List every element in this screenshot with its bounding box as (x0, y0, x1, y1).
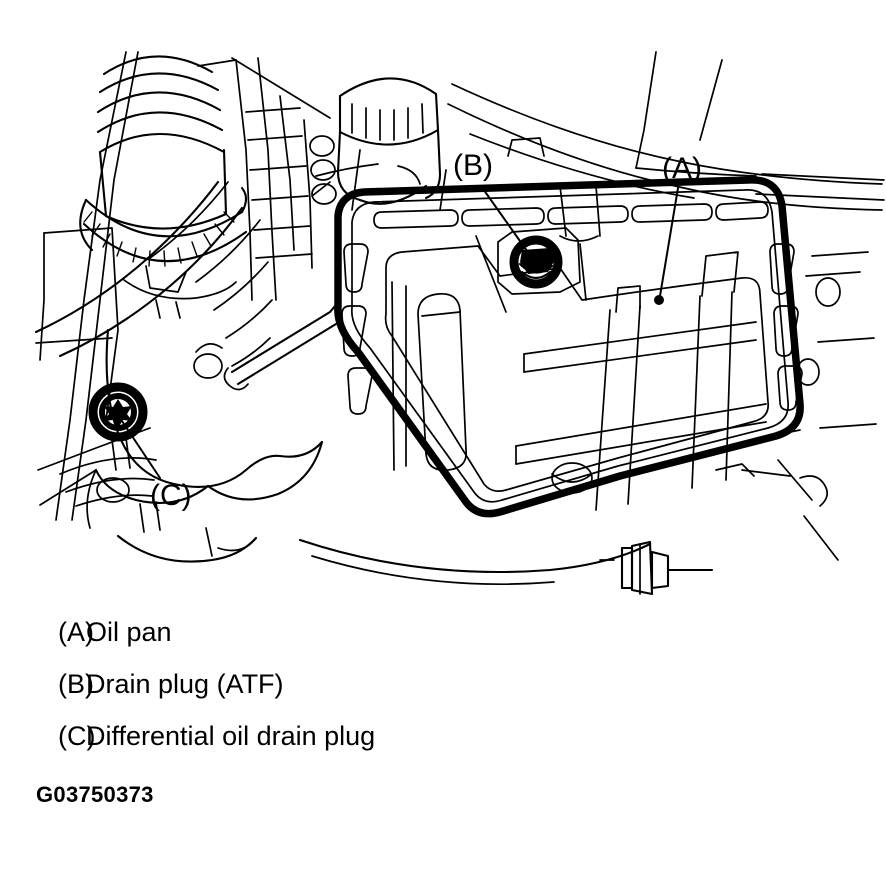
pan-reinforcement-ribs (515, 251, 767, 511)
figure-id-code: G03750373 (36, 782, 154, 807)
callout-b: (B) (453, 149, 539, 266)
callout-b-label: (B) (453, 149, 493, 182)
legend-key-c: (C) (58, 721, 96, 751)
engine-block-ribs (197, 57, 337, 301)
pan-flange-bosses-right (769, 243, 803, 411)
callout-layer: (A) (B) (C) (113, 149, 702, 512)
legend-row: (B) Drain plug (ATF) (0, 658, 886, 710)
case-right-details (298, 251, 877, 585)
callout-c: (C) (113, 409, 192, 512)
callout-a: (A) (654, 152, 702, 305)
legend-key-b: (B) (58, 669, 94, 699)
legend-key-a: (A) (58, 617, 94, 647)
oil-pan (334, 176, 813, 518)
legend-row: (A) Oil pan (0, 606, 886, 658)
technical-illustration: (A) (B) (C) (34, 51, 885, 596)
legend-text-a: Oil pan (86, 617, 172, 647)
mount-bushing (599, 540, 714, 596)
pan-flange-bosses-top (373, 201, 769, 229)
legend-text-c: Differential oil drain plug (86, 721, 376, 751)
callout-a-label: (A) (662, 152, 702, 185)
legend: (A) Oil pan (B) Drain plug (ATF) (C) Dif… (0, 606, 886, 762)
differential-housing (34, 180, 342, 563)
background-chassis (35, 51, 151, 521)
legend-text-b: Drain plug (ATF) (86, 669, 284, 699)
legend-row: (C) Differential oil drain plug (0, 710, 886, 762)
bellows-boot-assembly (79, 55, 248, 319)
callout-c-label: (C) (150, 479, 192, 512)
pan-flange-bosses-left (341, 243, 373, 415)
